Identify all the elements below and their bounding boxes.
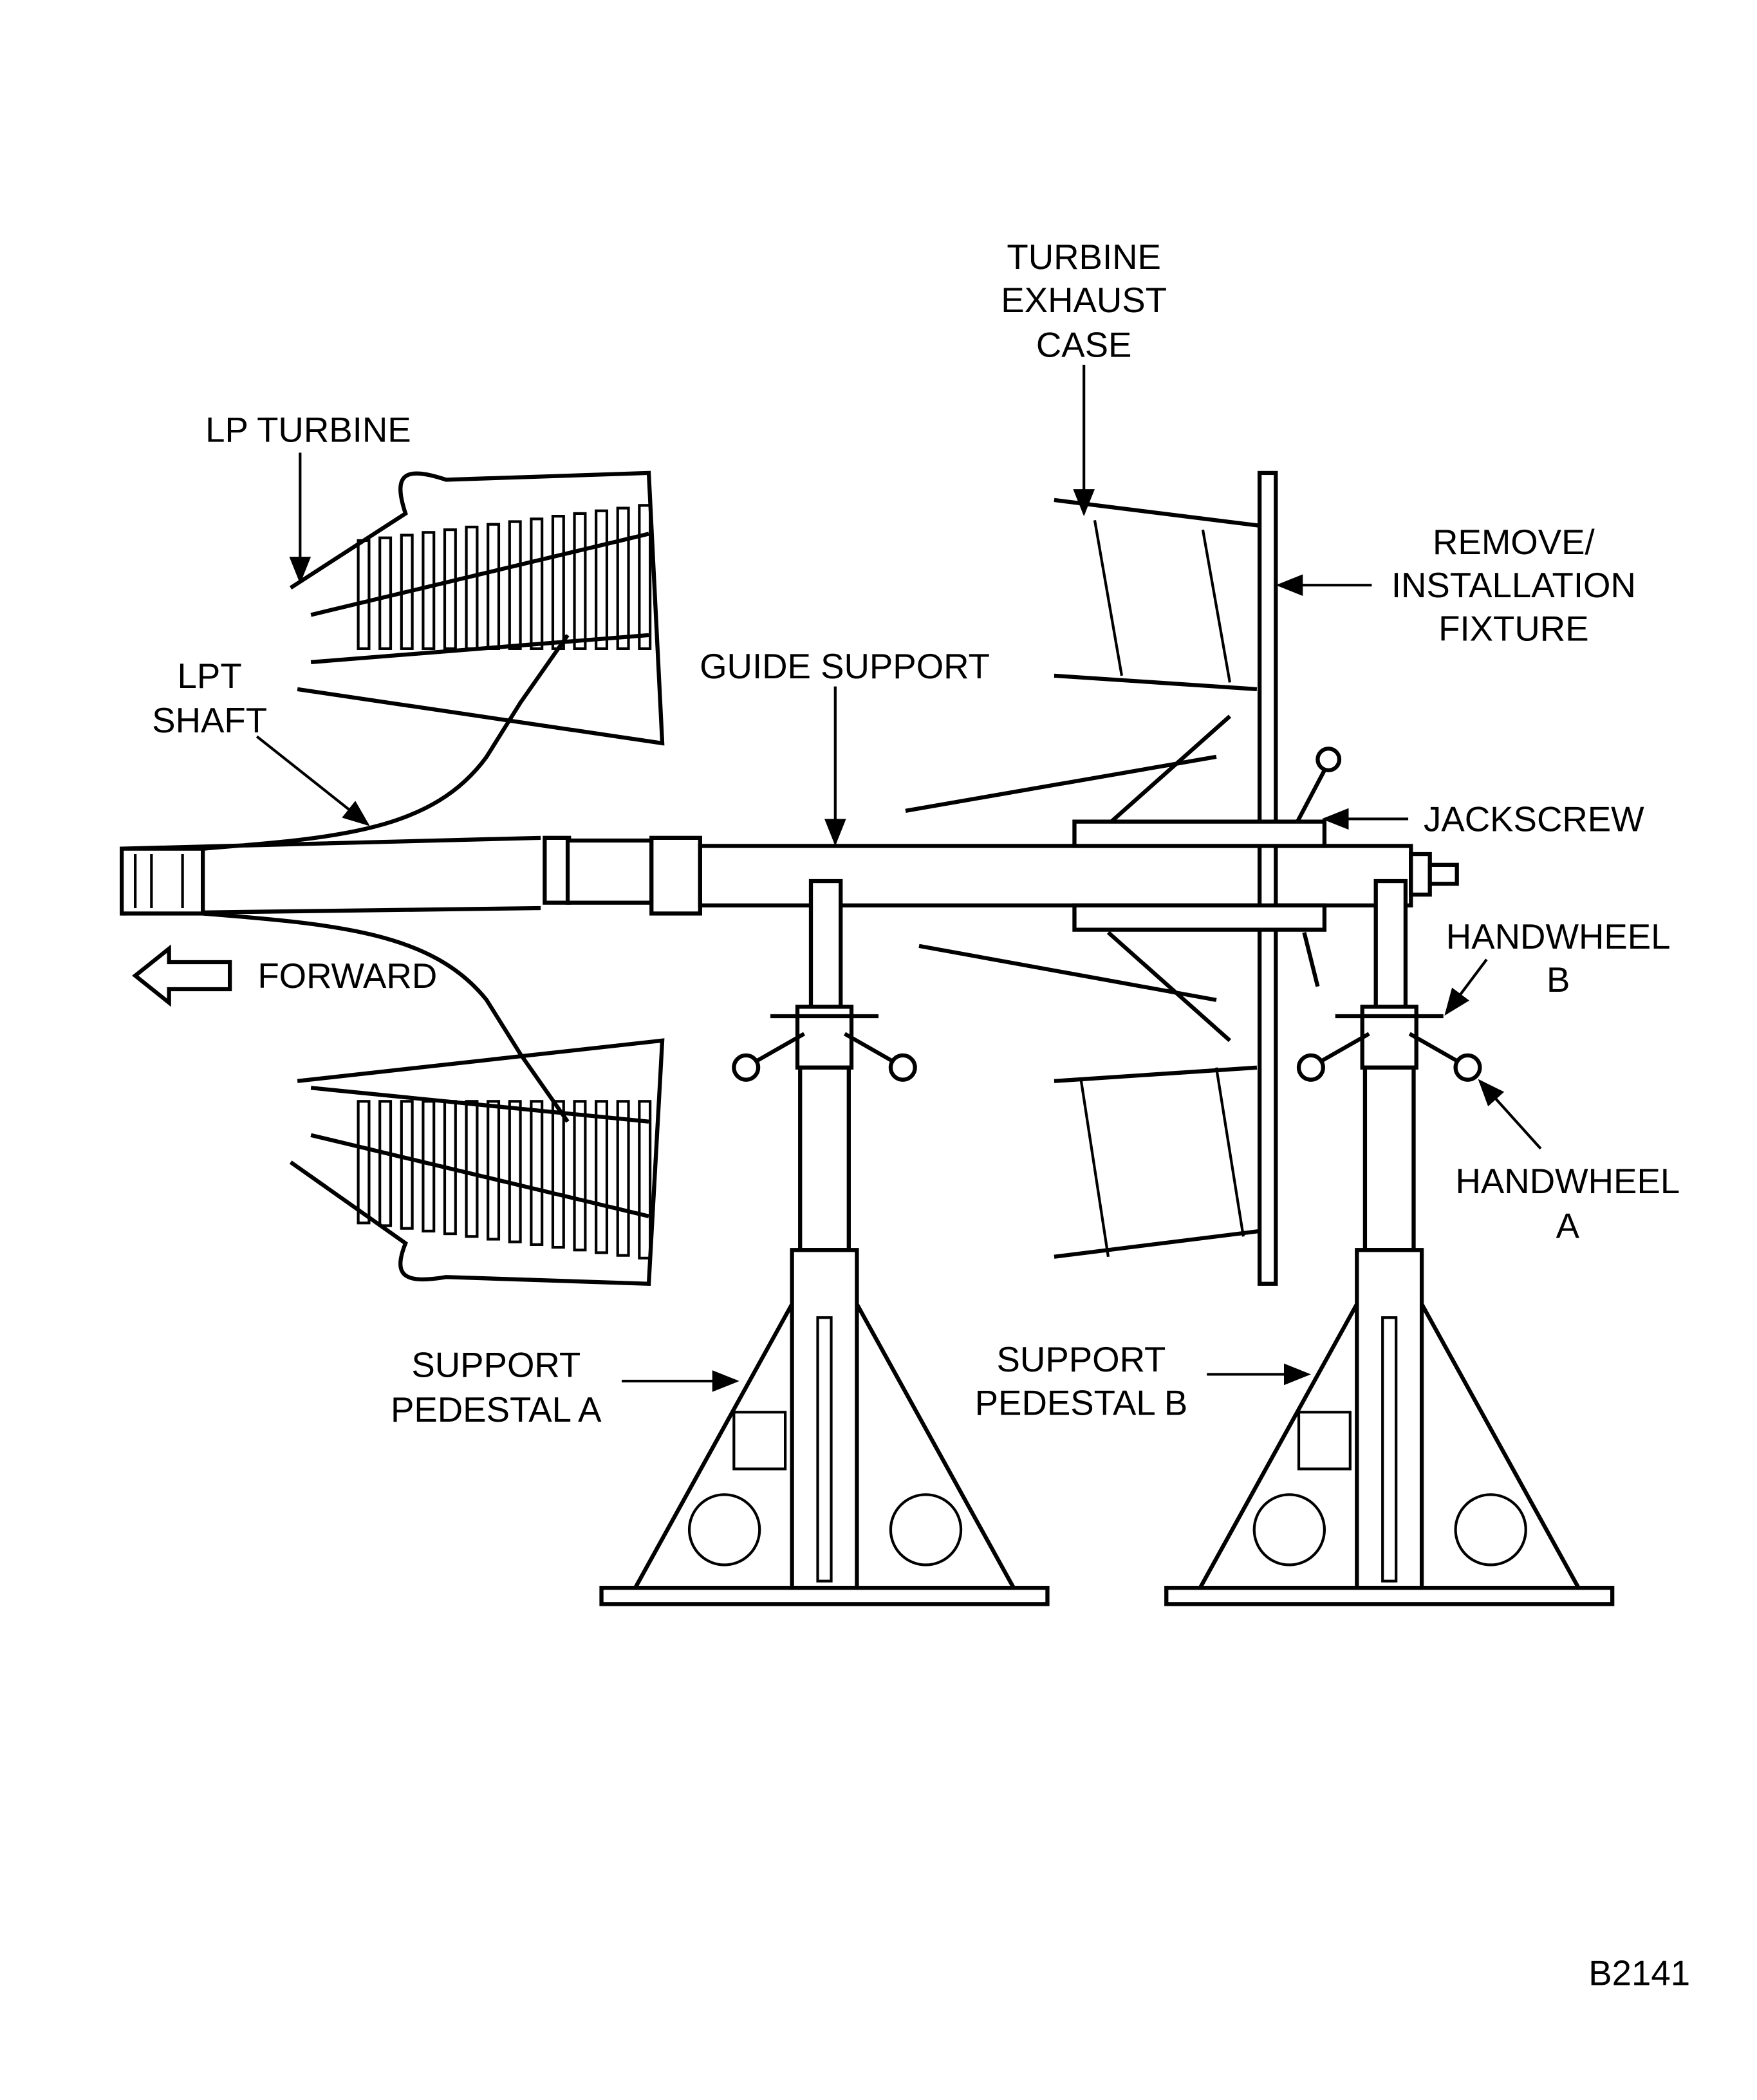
turbine-exhaust-case — [905, 497, 1271, 1259]
forward-arrow-icon — [132, 944, 232, 1007]
guide-support — [565, 835, 1459, 916]
label-handwheel-a-2: A — [1556, 1206, 1580, 1245]
label-fixture-1: REMOVE/ — [1433, 523, 1595, 562]
turbine-blade — [443, 528, 457, 650]
turbine-blade — [465, 525, 479, 650]
label-handwheel-b-1: HANDWHEEL — [1446, 917, 1671, 956]
label-forward: FORWARD — [257, 956, 437, 996]
lp-turbine — [289, 470, 665, 1287]
turbine-blade — [551, 515, 565, 650]
turbine-blade — [551, 1100, 565, 1249]
label-handwheel-a-1: HANDWHEEL — [1455, 1162, 1680, 1201]
turbine-blade — [508, 520, 522, 650]
jackscrew — [1296, 747, 1342, 987]
turbine-blade — [595, 509, 609, 650]
turbine-blade — [465, 1100, 479, 1238]
installation-fixture — [1072, 470, 1327, 1286]
support-pedestal-a — [599, 878, 1050, 1606]
label-turbine-exhaust-case-2: EXHAUST — [1001, 281, 1167, 320]
turbine-blade — [400, 1100, 414, 1230]
turbine-blade — [357, 1100, 371, 1225]
label-fixture-3: FIXTURE — [1438, 609, 1588, 648]
label-fixture-2: INSTALLATION — [1391, 566, 1636, 605]
label-pedestal-b-1: SUPPORT — [997, 1340, 1166, 1379]
label-lpt-shaft-2: SHAFT — [152, 701, 267, 740]
turbine-blade — [530, 517, 544, 650]
label-guide-support: GUIDE SUPPORT — [700, 647, 990, 686]
label-handwheel-b-2: B — [1547, 960, 1570, 999]
label-lp-turbine: LP TURBINE — [205, 411, 411, 450]
turbine-blade — [573, 512, 587, 650]
turbine-blade — [357, 539, 371, 650]
turbine-blade — [422, 531, 436, 650]
turbine-blade — [400, 534, 414, 650]
label-pedestal-b-2: PEDESTAL B — [975, 1383, 1188, 1422]
figure-id: B2141 — [1588, 1954, 1690, 1993]
turbine-blade — [422, 1100, 436, 1232]
label-turbine-exhaust-case-3: CASE — [1036, 325, 1132, 364]
label-pedestal-a-2: PEDESTAL A — [391, 1390, 602, 1429]
lpt-shaft — [119, 634, 572, 1123]
turbine-blade — [573, 1100, 587, 1252]
turbine-blade — [508, 1100, 522, 1243]
turbine-blade — [378, 1100, 393, 1227]
turbine-blade — [638, 504, 652, 650]
turbine-blades — [357, 504, 652, 1259]
turbine-blade — [595, 1100, 609, 1254]
leader-arrows — [256, 364, 1542, 1392]
label-turbine-exhaust-case-1: TURBINE — [1007, 237, 1161, 277]
label-lpt-shaft-1: LPT — [178, 656, 242, 696]
turbine-blade — [638, 1100, 652, 1259]
turbine-blade — [487, 523, 501, 650]
turbine-blade — [487, 1100, 501, 1241]
label-pedestal-a-1: SUPPORT — [411, 1346, 581, 1385]
turbine-blade — [378, 536, 393, 650]
turbine-blade — [616, 1100, 630, 1257]
label-jackscrew: JACKSCREW — [1424, 799, 1644, 839]
turbine-blade — [616, 506, 630, 650]
support-pedestal-b — [1164, 878, 1615, 1606]
turbine-blade — [443, 1100, 457, 1236]
turbine-blade — [530, 1100, 544, 1246]
